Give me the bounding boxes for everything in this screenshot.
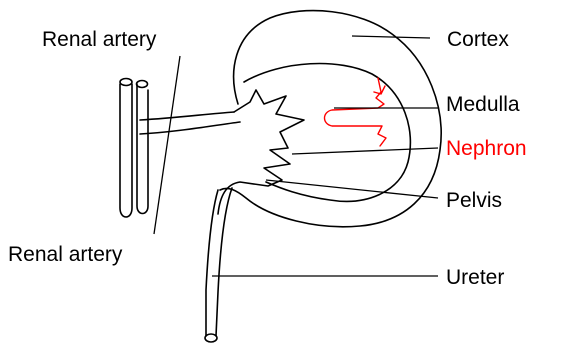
leader-renal-artery — [154, 56, 180, 234]
blood-vessel-left — [120, 84, 132, 217]
label-renal-artery-top: Renal artery — [42, 28, 157, 51]
label-cortex: Cortex — [447, 28, 509, 51]
renal-vessel-upper-wall — [140, 112, 234, 120]
nephron — [325, 78, 387, 146]
leader-pelvis — [266, 180, 438, 198]
renal-vessel-lower-wall — [140, 122, 240, 134]
label-pelvis: Pelvis — [446, 189, 502, 212]
label-ureter: Ureter — [446, 266, 504, 289]
label-renal-artery-bottom: Renal artery — [8, 243, 123, 266]
blood-vessel-right — [137, 84, 148, 214]
leader-cortex — [352, 36, 430, 38]
leader-nephron — [292, 148, 438, 154]
blood-vessel-left-top — [120, 79, 132, 86]
label-medulla: Medulla — [446, 93, 520, 116]
blood-vessel-right-top — [137, 81, 148, 88]
ureter-end — [205, 334, 217, 342]
label-nephron: Nephron — [446, 137, 527, 160]
renal-pelvis — [218, 90, 304, 214]
